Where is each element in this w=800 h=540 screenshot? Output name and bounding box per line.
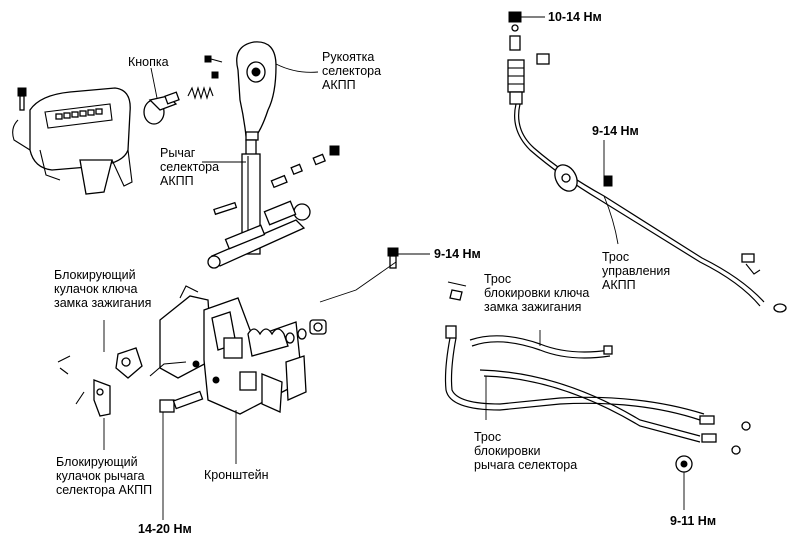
label-lever-lock-cam: Блокирующий кулачок рычага селектора АКП… <box>56 455 153 497</box>
bracket-bolt <box>387 247 399 269</box>
torque-cable-end-nut: 9-11 Нм <box>670 514 717 528</box>
control-cable-part <box>507 11 787 313</box>
label-bracket: Кронштейн <box>204 468 269 482</box>
label-knob-button: Кнопка <box>128 55 169 69</box>
label-control-cable: Трос управления АКПП <box>602 250 671 292</box>
torque-cable-top-nut: 10-14 Нм <box>548 10 602 24</box>
label-shift-knob: Рукоятка селектора АКПП <box>322 50 382 92</box>
bracket-part <box>149 285 307 415</box>
lock-cams <box>57 347 143 417</box>
leader-lines <box>103 16 685 520</box>
label-lever-lock-cable: Трос блокировки рычага селектора <box>474 430 578 472</box>
pin-and-bushings <box>213 145 340 216</box>
small-screws <box>204 55 223 79</box>
washers-and-nut <box>285 319 327 344</box>
label-ignition-lock-cam: Блокирующий кулачок ключа замка зажигани… <box>54 268 152 310</box>
console-housing <box>12 87 133 195</box>
torque-cable-bracket-bolt: 9-14 Нм <box>592 124 639 138</box>
label-ignition-lock-cable: Трос блокировки ключа замка зажигания <box>484 272 590 314</box>
torque-bracket-bolt: 9-14 Нм <box>434 247 481 261</box>
spring <box>187 86 214 100</box>
knob-button-part <box>143 91 180 125</box>
console-screw <box>17 87 27 111</box>
bottom-bolt <box>159 390 204 413</box>
label-selector-lever: Рычаг селектора АКПП <box>160 146 220 188</box>
selector-lever-part <box>207 139 311 269</box>
shift-knob-part <box>236 41 277 141</box>
torque-bottom-bolt: 14-20 Нм <box>138 522 192 536</box>
